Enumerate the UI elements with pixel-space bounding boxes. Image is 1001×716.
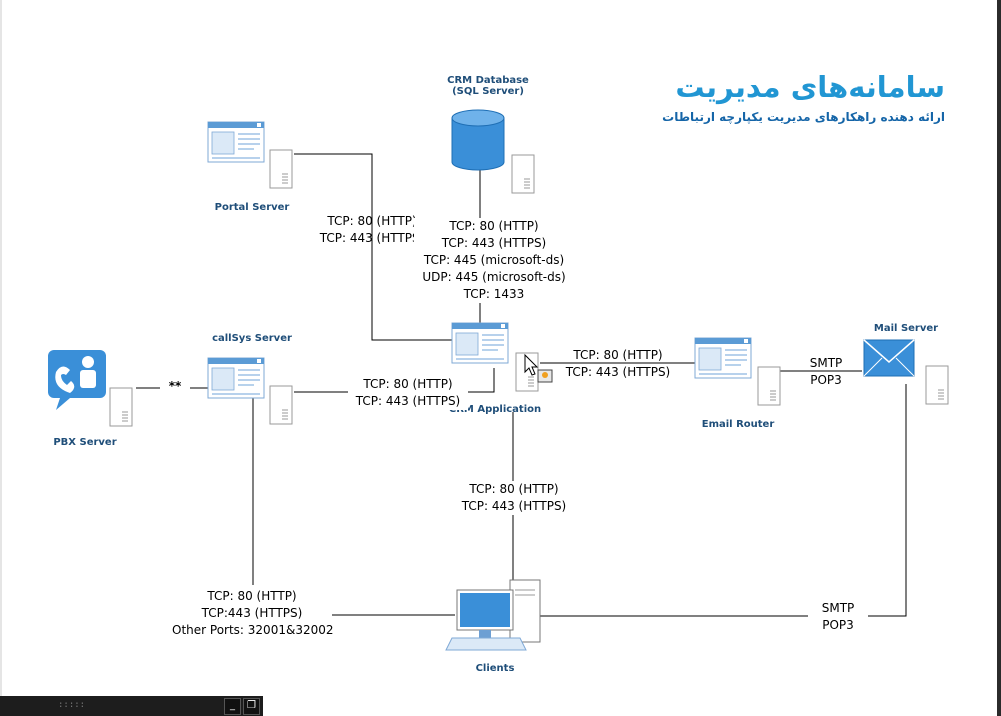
brand-title: سامانه‌های مدیریت bbox=[675, 70, 945, 104]
link-label-line: TCP: 1433 bbox=[463, 287, 525, 301]
callsys-window-icon bbox=[207, 357, 265, 399]
crm-database-label-line1: CRM Database bbox=[447, 75, 529, 86]
crm-database-label: CRM Database (SQL Server) bbox=[438, 75, 538, 97]
crm-application-label: CRM Application bbox=[448, 404, 542, 415]
minimize-button[interactable]: _ bbox=[224, 698, 241, 715]
link-label-line: TCP: 80 (HTTP) bbox=[449, 219, 539, 233]
window-border-right bbox=[997, 0, 1001, 716]
mail-server-label: Mail Server bbox=[873, 323, 939, 334]
link-label-line: TCP: 443 (HTTPS) bbox=[461, 499, 567, 513]
link-label-line: POP3 bbox=[810, 373, 842, 387]
link-label-line: TCP: 443 (HTTPS) bbox=[441, 236, 547, 250]
portal-window-icon bbox=[207, 121, 265, 163]
link-label-callsys-clients: TCP: 80 (HTTP) TCP:443 (HTTPS) Other Por… bbox=[172, 588, 334, 639]
link-label-crm-clients: TCP: 80 (HTTP) TCP: 443 (HTTPS) bbox=[455, 481, 573, 515]
crm-database-label-line2: (SQL Server) bbox=[452, 86, 524, 97]
link-label-line: UDP: 445 (microsoft-ds) bbox=[422, 270, 566, 284]
link-label-line: TCP: 80 (HTTP) bbox=[327, 214, 417, 228]
link-label-callsys-crm: TCP: 80 (HTTP) TCP: 443 (HTTPS) bbox=[348, 376, 468, 410]
link-label-db-crm: TCP: 80 (HTTP) TCP: 443 (HTTPS) TCP: 445… bbox=[414, 218, 574, 303]
link-label-line: TCP: 80 (HTTP) bbox=[573, 348, 663, 362]
window-control-bar: ::::: _ ❐ bbox=[0, 696, 263, 716]
link-label-line: TCP: 80 (HTTP) bbox=[363, 377, 453, 391]
link-label-line: TCP: 443 (HTTPS) bbox=[319, 231, 425, 245]
email-router-label: Email Router bbox=[701, 419, 775, 430]
link-label-line: TCP: 445 (microsoft-ds) bbox=[423, 253, 565, 267]
link-label-crm-router: TCP: 80 (HTTP) TCP: 443 (HTTPS) bbox=[560, 347, 676, 381]
link-label-portal-crm: TCP: 80 (HTTP) TCP: 443 (HTTPS) bbox=[314, 213, 430, 247]
maximize-button[interactable]: ❐ bbox=[243, 698, 260, 715]
database-icon bbox=[451, 109, 505, 171]
link-label-line: SMTP bbox=[809, 356, 843, 370]
link-label-line: TCP:443 (HTTPS) bbox=[201, 606, 303, 620]
portal-server-label: Portal Server bbox=[214, 202, 290, 213]
link-label-router-mail: SMTP POP3 bbox=[796, 355, 856, 389]
pbx-server-label: PBX Server bbox=[53, 437, 117, 448]
window-border-left bbox=[0, 0, 2, 716]
computer-icon bbox=[445, 579, 541, 651]
cursor-icon bbox=[524, 353, 553, 383]
link-label-line: TCP: 80 (HTTP) bbox=[207, 589, 297, 603]
link-label-clients-mail: SMTP POP3 bbox=[808, 600, 868, 634]
link-label-line: Other Ports: 32001&32002 bbox=[172, 623, 334, 637]
router-window-icon bbox=[694, 337, 752, 379]
pbx-icon bbox=[48, 350, 106, 410]
envelope-icon bbox=[863, 339, 915, 377]
grip-handle[interactable]: ::::: bbox=[58, 700, 86, 710]
link-label-line: TCP: 80 (HTTP) bbox=[469, 482, 559, 496]
crm-window-icon bbox=[451, 322, 509, 364]
callsys-server-label: callSys Server bbox=[212, 333, 292, 344]
brand-subtitle: ارائه دهنده راهکارهای مدیریت یکپارچه ارت… bbox=[662, 110, 945, 124]
link-label-pbx-callsys: ** bbox=[160, 378, 190, 395]
link-label-line: POP3 bbox=[822, 618, 854, 632]
link-label-line: TCP: 443 (HTTPS) bbox=[565, 365, 671, 379]
clients-label: Clients bbox=[475, 663, 515, 674]
link-label-line: SMTP bbox=[821, 601, 855, 615]
link-label-line: TCP: 443 (HTTPS) bbox=[355, 394, 461, 408]
